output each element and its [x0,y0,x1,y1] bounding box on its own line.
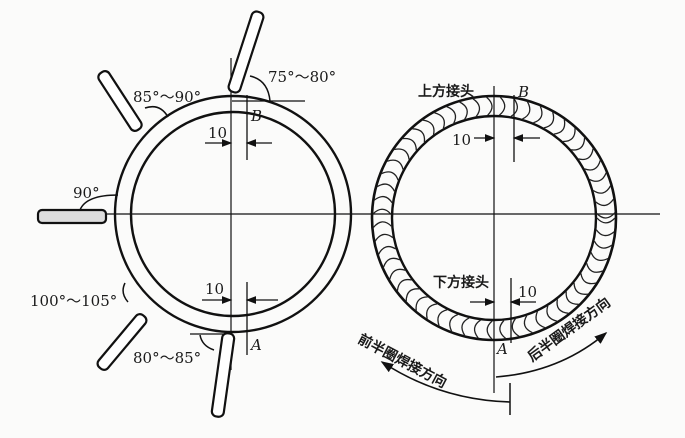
front-half-direction-arrow [380,361,511,415]
dimension-label-right-top: 10 [452,131,471,149]
electrode-lower-left [96,313,148,371]
angle-arcs [79,75,271,351]
point-label-left-b: B [250,107,262,125]
left-pipe [113,58,353,370]
electrode-left [36,208,108,225]
angle-label-upper-left: 85°～90° [133,88,201,106]
electrode-top [227,10,265,94]
angle-label-top: 75°～80° [268,68,336,86]
bottom-joint-label: 下方接头 [433,274,489,291]
point-label-right-b: B [517,83,529,101]
dimension-label-left-bottom: 10 [205,280,224,298]
angle-label-left: 90° [73,184,100,202]
electrode-upper-left [97,70,143,132]
rear-half-direction-label: 后半圈焊接方向 [524,294,613,365]
dimension-label-right-bottom: 10 [518,283,537,301]
electrode-bottom [210,332,236,418]
top-joint-label: 上方接头 [418,83,474,100]
dimension-label-left-top: 10 [208,124,227,142]
angle-label-lower-left: 100°～105° [30,292,117,310]
right-pipe-weld [370,86,618,393]
point-label-left-a: A [249,336,262,354]
rear-half-direction-arrow [495,331,608,378]
front-half-direction-label: 前半圈焊接方向 [355,331,450,392]
angle-label-bottom: 80°～85° [133,349,201,367]
point-label-right-a: A [495,340,508,358]
